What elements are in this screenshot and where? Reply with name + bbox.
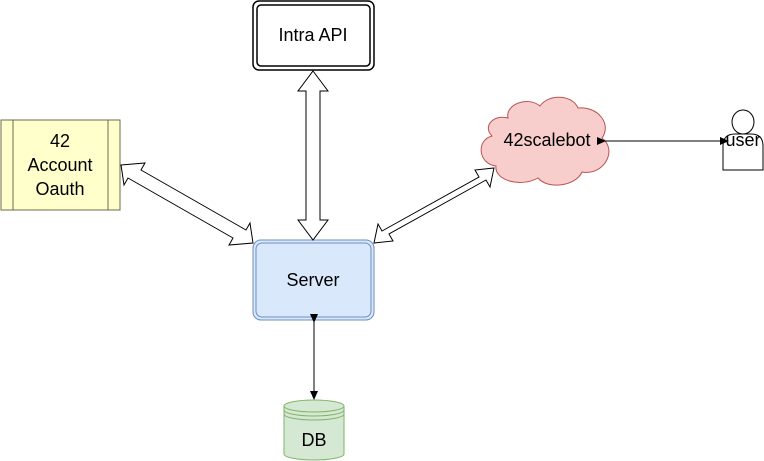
scalebot-cloud-node[interactable]: 42scalebot: [480, 96, 610, 186]
oauth-label-line-1: 42: [50, 131, 70, 151]
oauth-label-line-2: Account: [27, 155, 92, 175]
server-node[interactable]: Server: [252, 239, 375, 321]
db-label: DB: [301, 430, 326, 450]
intra-api-label: Intra API: [278, 25, 347, 45]
scalebot-server-arrow: [373, 167, 495, 244]
intra-api-server-arrow: [297, 70, 329, 241]
oauth-node[interactable]: 42 Account Oauth: [0, 119, 121, 211]
server-label: Server: [286, 270, 339, 290]
user-label: user: [725, 130, 760, 150]
scalebot-label: 42scalebot: [503, 130, 590, 150]
user-actor-node[interactable]: user: [722, 109, 764, 171]
oauth-label-line-3: Oauth: [35, 179, 84, 199]
db-node[interactable]: DB: [283, 399, 345, 461]
oauth-server-arrow: [120, 162, 254, 246]
intra-api-node[interactable]: Intra API: [252, 0, 375, 71]
